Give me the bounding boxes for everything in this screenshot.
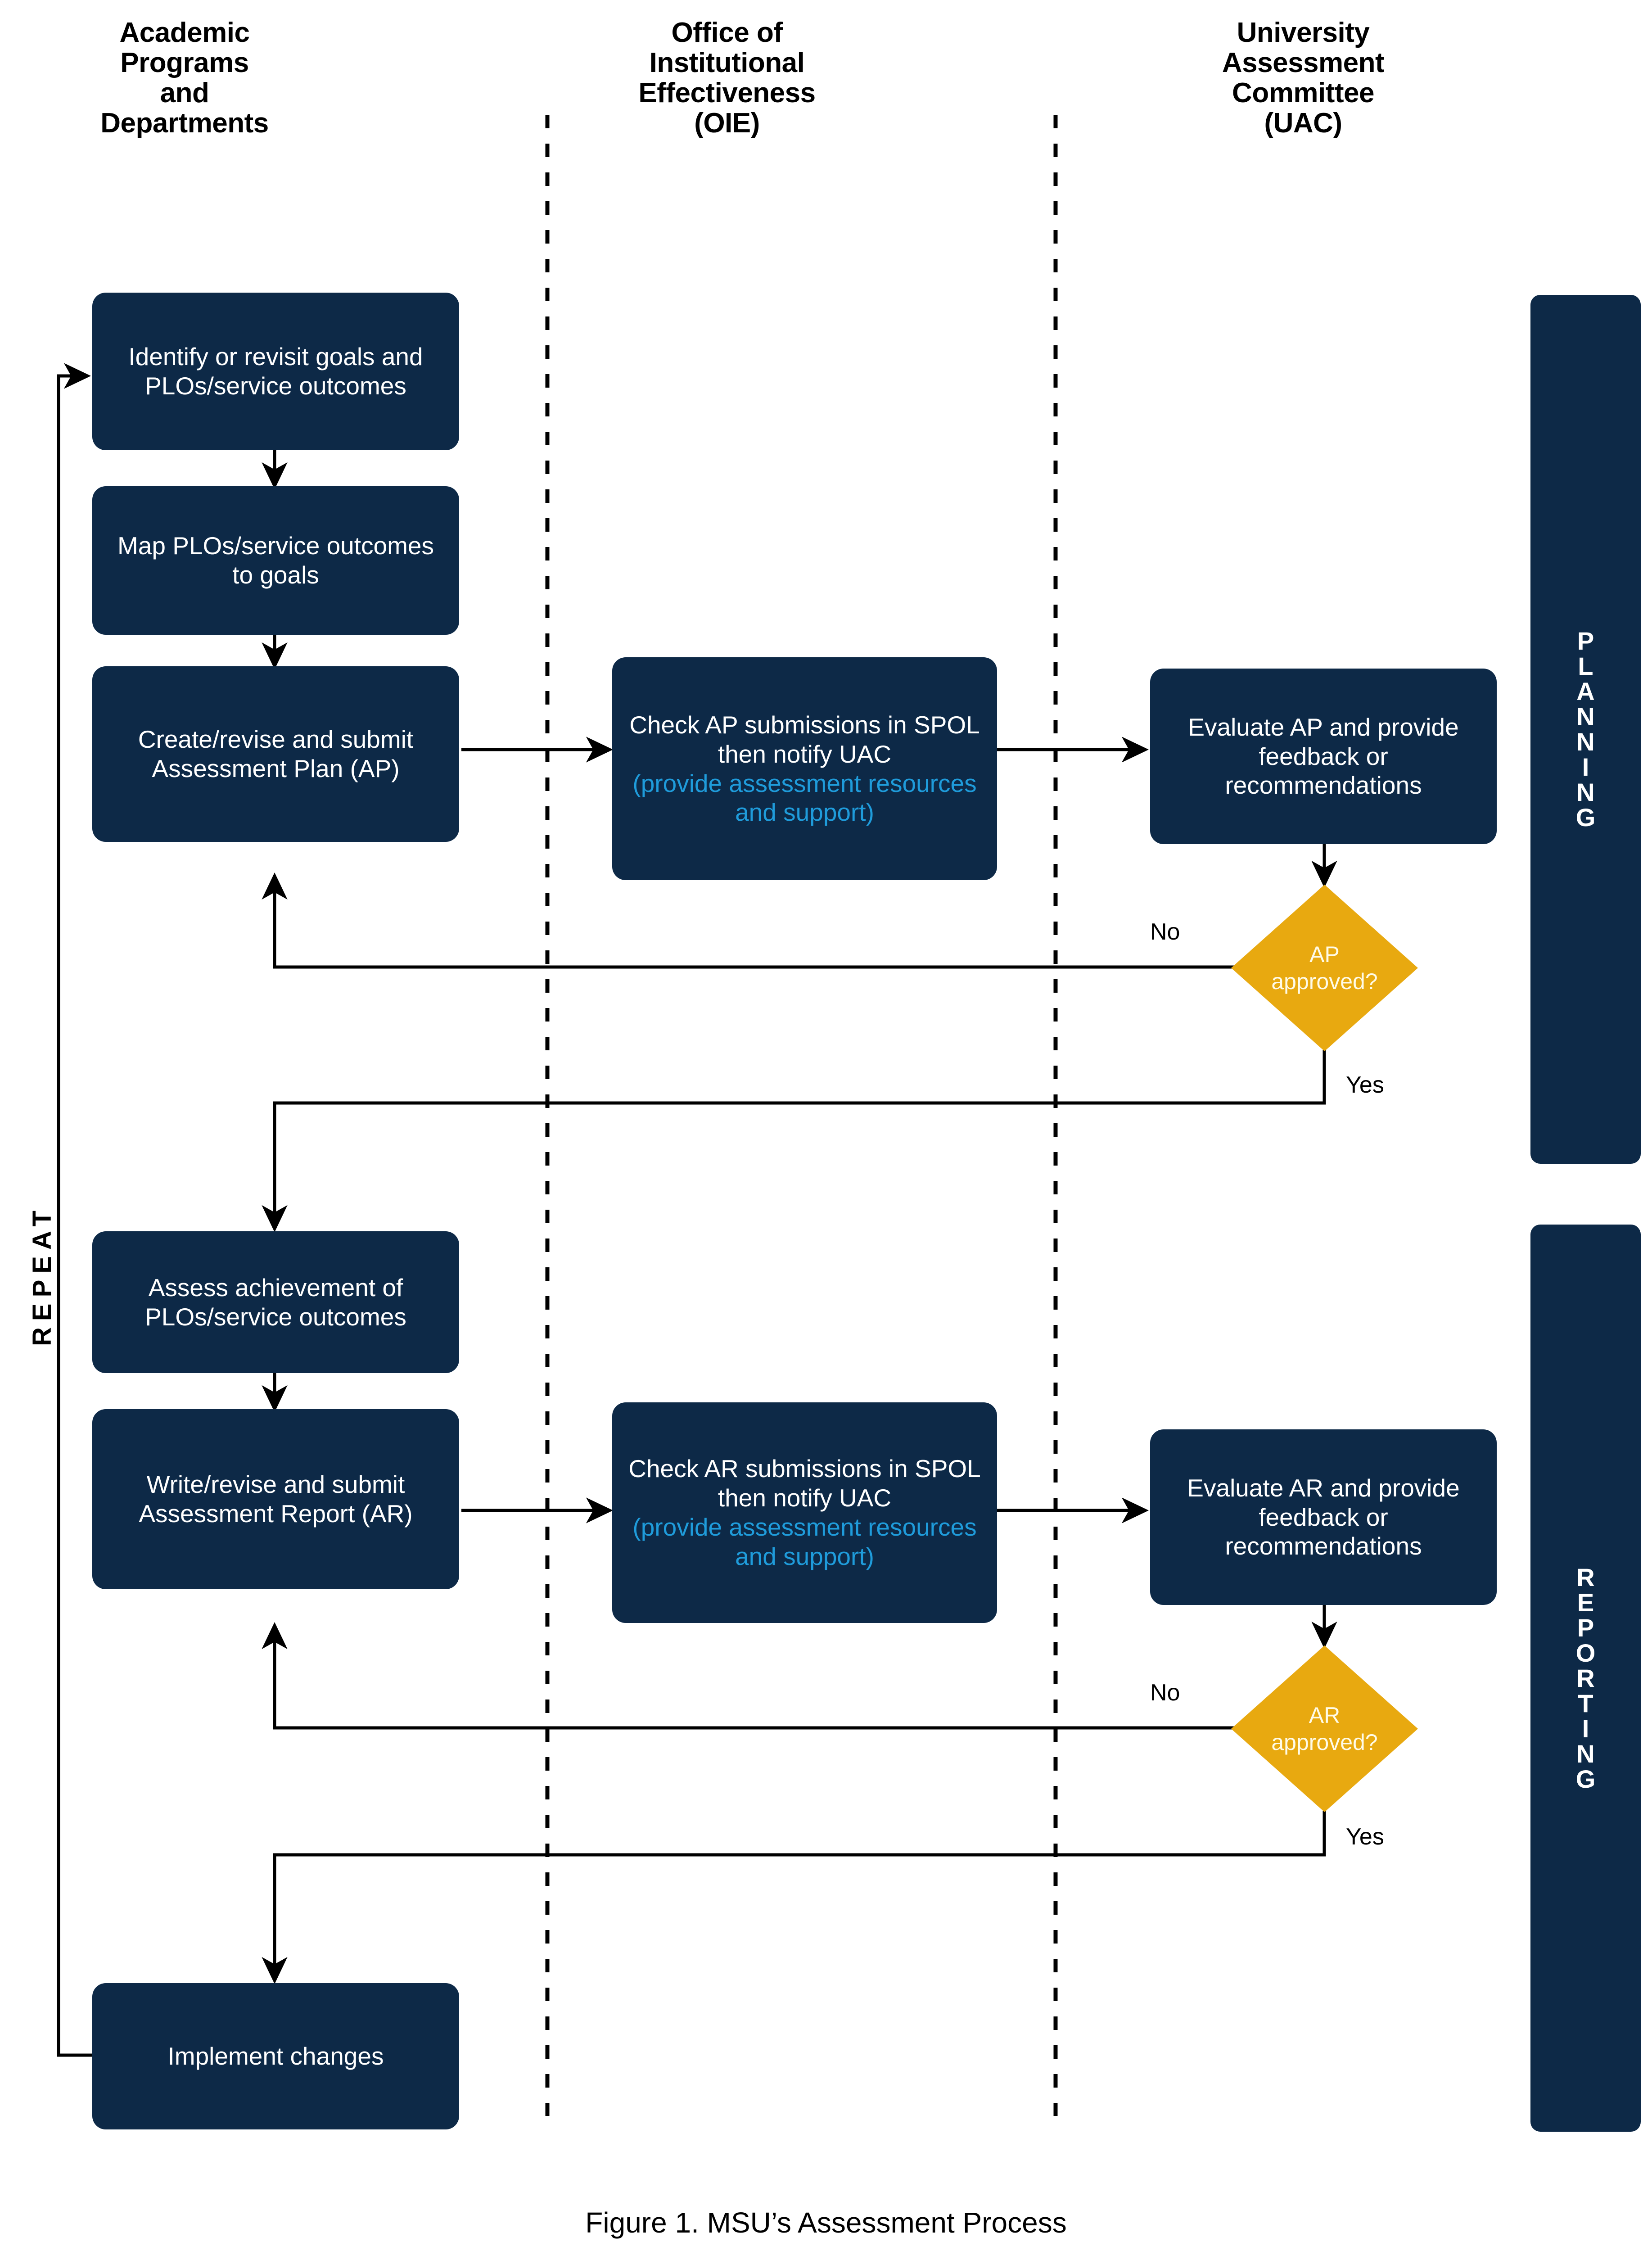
decision-ap-approved[interactable]: AP approved? <box>1231 885 1418 1051</box>
node-check-ar[interactable]: Check AR submissions in SPOL then notify… <box>612 1402 997 1623</box>
repeat-label: REPEAT <box>27 1204 57 1346</box>
wire-repeat-loop <box>57 363 92 2057</box>
node-map-plos[interactable]: Map PLOs/service outcomes to goals <box>92 486 459 635</box>
node-create-ap[interactable]: Create/revise and submit Assessment Plan… <box>92 666 459 842</box>
lane-header-oie-line-4: (OIE) <box>694 107 760 139</box>
node-create-ap-label: Create/revise and submit Assessment Plan… <box>138 725 414 782</box>
wire-ap-no-loop <box>262 872 1258 969</box>
phase-reporting-letter-5: R <box>1576 1663 1595 1692</box>
phase-reporting-letter-8: N <box>1576 1739 1595 1768</box>
edge-label-ap-yes: Yes <box>1346 1072 1384 1098</box>
phase-planning-letter-2: L <box>1578 652 1593 680</box>
node-evaluate-ar[interactable]: Evaluate AR and provide feedback or reco… <box>1150 1429 1497 1605</box>
lane-header-oie-line-3: Effectiveness <box>638 77 816 108</box>
lane-header-oie-line-2: Institutional <box>649 47 805 78</box>
lane-header-uac-line-1: University <box>1237 17 1370 48</box>
node-identify-goals-label: Identify or revisit goals and PLOs/servi… <box>128 343 423 400</box>
decision-ap-approved-line-2: approved? <box>1271 969 1378 994</box>
wire-ar-yes-loop <box>262 1811 1326 1984</box>
phase-reporting-letter-4: O <box>1575 1638 1596 1667</box>
node-evaluate-ap[interactable]: Evaluate AP and provide feedback or reco… <box>1150 669 1497 844</box>
wire-ap-yes-loop <box>262 1050 1326 1233</box>
phase-planning-letter-8: G <box>1575 803 1596 832</box>
lane-header-oie: Office of Institutional Effectiveness (O… <box>605 18 849 139</box>
phase-reporting-letter-3: P <box>1577 1613 1594 1642</box>
phase-bar-reporting: R E P O R T I N G <box>1530 1225 1641 2132</box>
edge-label-ap-no: No <box>1150 919 1180 945</box>
decision-ap-approved-line-1: AP <box>1309 942 1340 967</box>
lane-header-academic-line-2: Programs <box>120 47 249 78</box>
node-implement-changes-label: Implement changes <box>167 2042 384 2070</box>
node-assess-achievement-label: Assess achievement of PLOs/service outco… <box>145 1273 406 1331</box>
phase-planning-letter-7: N <box>1576 778 1595 806</box>
phase-planning-letter-6: I <box>1582 753 1589 781</box>
node-write-ar[interactable]: Write/revise and submit Assessment Repor… <box>92 1409 459 1589</box>
phase-planning-letter-1: P <box>1577 627 1594 655</box>
lane-header-uac: University Assessment Committee (UAC) <box>1188 18 1418 139</box>
lane-header-academic-line-4: Departments <box>100 107 269 139</box>
lane-header-uac-line-3: Committee <box>1232 77 1374 108</box>
node-implement-changes[interactable]: Implement changes <box>92 1983 459 2129</box>
phase-reporting-letter-1: R <box>1576 1563 1595 1591</box>
node-check-ar-sub: (provide assessment resources and suppor… <box>632 1513 977 1570</box>
edge-label-ar-yes: Yes <box>1346 1824 1384 1850</box>
lane-header-academic-line-1: Academic <box>119 17 250 48</box>
decision-ar-approved-text: AR approved? <box>1231 1645 1418 1812</box>
node-check-ap-main: Check AP submissions in SPOL then notify… <box>629 710 980 768</box>
node-identify-goals[interactable]: Identify or revisit goals and PLOs/servi… <box>92 293 459 450</box>
node-map-plos-label: Map PLOs/service outcomes to goals <box>117 532 434 589</box>
wire-ar-no-loop <box>262 1622 1258 1730</box>
phase-planning-letter-3: A <box>1576 677 1595 705</box>
decision-ar-approved[interactable]: AR approved? <box>1231 1645 1418 1812</box>
decision-ar-approved-line-1: AR <box>1309 1703 1341 1728</box>
lane-header-academic: Academic Programs and Departments <box>77 18 293 139</box>
lane-header-uac-line-2: Assessment <box>1222 47 1385 78</box>
node-evaluate-ar-label: Evaluate AR and provide feedback or reco… <box>1187 1474 1460 1560</box>
node-write-ar-label: Write/revise and submit Assessment Repor… <box>139 1470 413 1528</box>
node-check-ap-sub: (provide assessment resources and suppor… <box>632 769 977 827</box>
decision-ar-approved-line-2: approved? <box>1271 1730 1378 1755</box>
phase-planning-letter-5: N <box>1576 728 1595 756</box>
phase-planning-letter-4: N <box>1576 702 1595 731</box>
node-assess-achievement[interactable]: Assess achievement of PLOs/service outco… <box>92 1231 459 1373</box>
lane-header-uac-line-4: (UAC) <box>1264 107 1342 139</box>
lane-header-academic-line-3: and <box>160 77 209 108</box>
node-check-ap[interactable]: Check AP submissions in SPOL then notify… <box>612 657 997 880</box>
lane-header-oie-line-1: Office of <box>671 17 783 48</box>
phase-reporting-letter-9: G <box>1575 1764 1596 1793</box>
phase-bar-planning: P L A N N I N G <box>1530 295 1641 1164</box>
node-evaluate-ap-label: Evaluate AP and provide feedback or reco… <box>1188 713 1459 800</box>
node-check-ar-main: Check AR submissions in SPOL then notify… <box>628 1455 981 1512</box>
decision-ap-approved-text: AP approved? <box>1231 885 1418 1051</box>
phase-reporting-letter-6: T <box>1578 1689 1593 1718</box>
phase-reporting-letter-2: E <box>1577 1588 1594 1617</box>
figure-caption: Figure 1. MSU’s Assessment Process <box>585 2206 1067 2239</box>
phase-reporting-letter-7: I <box>1582 1714 1589 1743</box>
edge-label-ar-no: No <box>1150 1680 1180 1706</box>
